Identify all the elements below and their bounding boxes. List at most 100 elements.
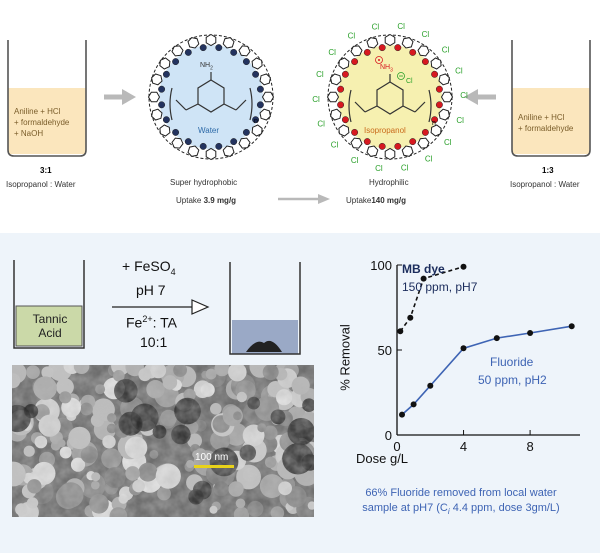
polymer-ring-unit	[222, 37, 235, 49]
ratio-value: 10:1	[140, 334, 168, 350]
polymer-ring-unit	[187, 37, 200, 49]
note-text: 4.4 ppm, dose 3gm/L)	[449, 502, 560, 514]
y-axis-label: % Removal	[337, 324, 353, 391]
polymer-ring-unit	[259, 73, 271, 86]
surface-bead	[378, 44, 386, 52]
chloride-ion-label: Cl	[442, 45, 450, 54]
polymer-ring-unit	[326, 91, 340, 103]
surface-bead	[256, 85, 264, 93]
chloride-ion-label: Cl	[444, 138, 452, 147]
surface-bead	[162, 116, 170, 124]
polymer-ring-unit	[366, 37, 379, 49]
surface-bead	[363, 48, 371, 56]
left-particle	[147, 33, 275, 161]
surface-bead	[421, 128, 429, 136]
chloride-ion-label: Cl	[317, 119, 325, 128]
left-arrow	[104, 89, 136, 105]
fluoride-note: 66% Fluoride removed from local water sa…	[326, 486, 596, 519]
right-amine: NH3	[380, 64, 393, 73]
polymer-ring-unit	[438, 73, 450, 86]
surface-bead	[409, 138, 417, 146]
left-ratio: 3:1	[40, 166, 52, 175]
left-property: Super hydrophobic	[170, 178, 238, 187]
left-beaker-contents: Aniline + HCl + formaldehyde + NaOH	[14, 106, 69, 139]
amine-text: NH	[380, 64, 391, 71]
ratio-sup: 2+	[142, 314, 153, 324]
beaker-label-line: Acid	[38, 326, 62, 340]
surface-bead	[199, 142, 207, 150]
polymer-ring-unit	[159, 57, 171, 70]
polymer-ring-unit	[147, 91, 161, 103]
left-beaker-line: Aniline + HCl	[14, 107, 61, 116]
reagent-text: + FeSO	[122, 258, 171, 274]
right-arrow	[464, 89, 496, 105]
surface-bead	[394, 142, 402, 150]
left-amine: NH2	[200, 62, 213, 71]
product-beaker	[229, 262, 301, 355]
surface-bead	[394, 44, 402, 52]
surface-bead	[435, 101, 443, 109]
chloride-ion-label: Cl	[316, 70, 324, 79]
series-line-fluoride	[401, 325, 572, 416]
chloride-ion-label: Cl	[375, 164, 383, 173]
note-sub: i	[447, 507, 450, 517]
surface-bead	[337, 85, 345, 93]
polymer-ring-unit	[205, 147, 217, 161]
polymer-ring-unit	[151, 73, 163, 86]
chloride-ion-label: Cl	[456, 116, 464, 125]
tannic-acid-label: Tannic Acid	[22, 312, 78, 340]
polymer-ring-unit	[350, 45, 363, 57]
chloride-ion-label: Cl	[422, 30, 430, 39]
surface-bead	[351, 58, 359, 66]
right-ratio-label: Isopropanol : Water	[510, 180, 580, 189]
right-repeat: n	[432, 120, 436, 127]
polymer-ring-unit	[430, 57, 442, 70]
chloride-ion-label: Cl	[372, 22, 380, 31]
left-beaker-line: + formaldehyde	[14, 118, 70, 127]
polymer-ring-unit	[222, 145, 235, 157]
data-point	[397, 328, 404, 335]
note-line: sample at pH7 (Ci 4.4 ppm, dose 3gm/L)	[326, 501, 596, 519]
scale-bar-label: 100 nm	[195, 452, 229, 463]
polymer-ring-unit	[238, 45, 251, 57]
chloride-ion-label: Cl	[397, 22, 405, 31]
chloride-ion-label: Cl	[351, 156, 359, 165]
polymer-ring-unit	[338, 57, 350, 70]
surface-bead	[184, 138, 192, 146]
polymer-ring-unit	[171, 137, 184, 149]
right-core-label: Isopropanol	[364, 126, 406, 135]
x-tick-label: 8	[526, 439, 533, 454]
polymer-ring-unit	[187, 145, 200, 157]
data-point	[568, 323, 575, 330]
y-tick-label: 0	[385, 428, 392, 443]
uptake-prefix: Uptake	[176, 196, 202, 205]
surface-bead	[341, 116, 349, 124]
right-ion: Cl	[406, 78, 413, 85]
polymer-ring-unit	[251, 57, 263, 70]
surface-bead	[341, 70, 349, 78]
amine-text: NH	[200, 62, 211, 69]
left-repeat: n	[254, 118, 258, 125]
surface-bead	[435, 85, 443, 93]
surface-bead	[184, 48, 192, 56]
left-beaker-line: + NaOH	[14, 129, 44, 138]
data-point	[407, 314, 414, 321]
surface-bead	[230, 138, 238, 146]
note-line: 66% Fluoride removed from local water	[365, 487, 557, 499]
left-ratio-label: Isopropanol : Water	[6, 180, 76, 189]
beaker-label-line: Tannic	[32, 312, 68, 326]
polymer-ring-unit	[438, 108, 450, 121]
polymer-ring-unit	[417, 137, 430, 149]
chloride-ion-label: Cl	[331, 141, 339, 150]
mb-label-line2: 150 ppm, pH7	[402, 280, 478, 294]
tannic-acid-beaker	[13, 260, 85, 349]
polymer-ring-unit	[151, 108, 163, 121]
chloride-ion-label: Cl	[328, 48, 336, 57]
uptake-prefix: Uptake	[346, 196, 372, 205]
right-uptake: Uptake140 mg/g	[346, 196, 406, 205]
data-point	[399, 411, 405, 418]
polymer-ring-unit	[330, 108, 342, 121]
left-beaker	[7, 40, 87, 157]
data-point	[427, 382, 434, 389]
